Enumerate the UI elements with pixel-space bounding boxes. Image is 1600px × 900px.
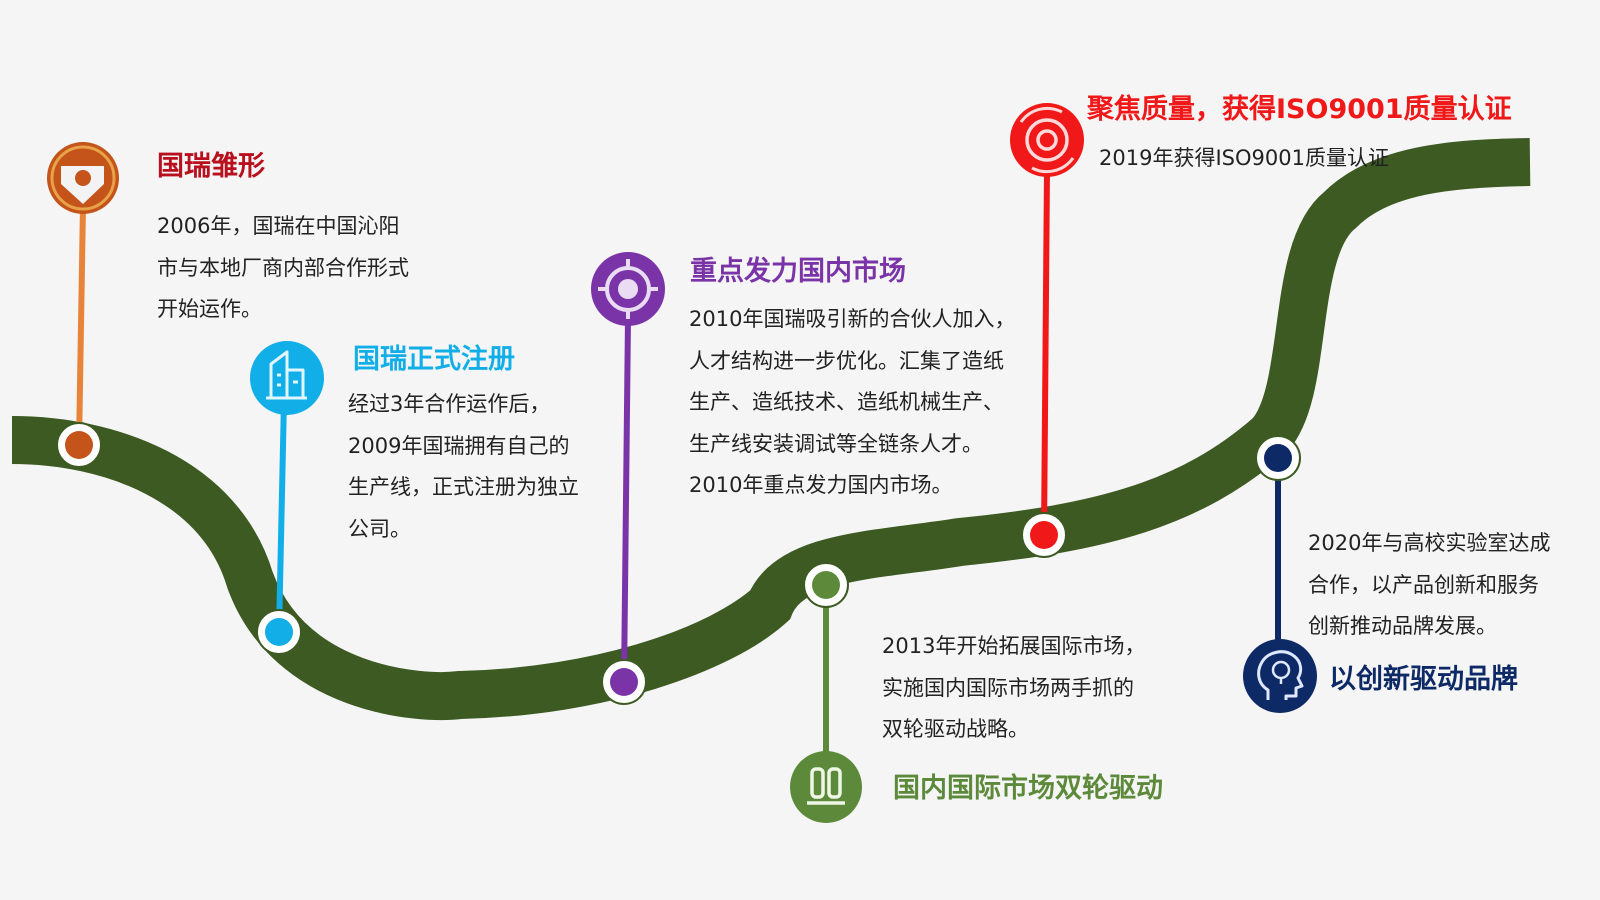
milestone-desc-line: 2009年国瑞拥有自己的	[348, 433, 570, 458]
road-node-5	[1021, 512, 1067, 558]
milestone-desc-line: 双轮驱动战略。	[882, 717, 1029, 741]
milestone-desc-6: 2020年与高校实验室达成 合作，以产品创新和服务 创新推动品牌发展。	[1308, 523, 1550, 648]
target-icon	[591, 252, 665, 326]
road-node-4	[803, 562, 849, 608]
milestone-desc-line: 2013年开始拓展国际市场，	[882, 634, 1146, 658]
building-icon	[250, 341, 324, 415]
milestone-desc-line: 实施国内国际市场两手抓的	[882, 675, 1134, 700]
milestone-desc-line: 经过3年合作运作后，	[348, 392, 551, 416]
location-pin-icon	[47, 142, 119, 214]
milestone-desc-1: 2006年，国瑞在中国沁阳 市与本地厂商内部合作形式 开始运作。	[157, 206, 409, 331]
connector-line-3	[621, 317, 631, 683]
connector-line-2	[276, 399, 287, 633]
road-node-6	[1255, 435, 1301, 481]
milestone-desc-line: 2010年重点发力国内市场。	[689, 473, 953, 497]
milestone-desc-line: 合作，以产品创新和服务	[1308, 572, 1539, 597]
milestone-desc-line: 2019年获得ISO9001质量认证	[1099, 146, 1389, 170]
milestone-desc-line: 人才结构进一步优化。汇集了造纸	[689, 348, 1004, 373]
focus-icon	[1010, 103, 1084, 177]
milestone-desc-line: 2020年与高校实验室达成	[1308, 531, 1551, 555]
milestone-desc-4: 2013年开始拓展国际市场， 实施国内国际市场两手抓的 双轮驱动战略。	[882, 626, 1145, 751]
milestone-desc-line: 市与本地厂商内部合作形式	[157, 255, 409, 280]
connector-line-5	[1041, 169, 1050, 536]
milestone-title-4: 国内国际市场双轮驱动	[893, 773, 1163, 804]
milestone-desc-line: 生产、造纸技术、造纸机械生产、	[689, 390, 1004, 414]
milestone-title-2: 国瑞正式注册	[353, 344, 515, 375]
innovation-head-icon	[1243, 639, 1317, 713]
milestone-desc-2: 经过3年合作运作后， 2009年国瑞拥有自己的 生产线，正式注册为独立 公司。	[348, 384, 579, 550]
milestone-desc-line: 开始运作。	[157, 297, 262, 321]
milestone-desc-5: 2019年获得ISO9001质量认证	[1099, 138, 1389, 180]
milestone-desc-line: 公司。	[348, 516, 411, 541]
milestone-desc-3: 2010年国瑞吸引新的合伙人加入， 人才结构进一步优化。汇集了造纸 生产、造纸技…	[689, 299, 1015, 507]
two-wheels-icon	[790, 751, 862, 823]
milestone-desc-line: 生产线，正式注册为独立	[348, 475, 579, 499]
milestone-title-1: 国瑞雏形	[157, 151, 265, 182]
road-node-2	[256, 609, 302, 655]
connector-line-1	[76, 204, 86, 446]
milestone-title-6: 以创新驱动品牌	[1329, 664, 1518, 695]
milestone-desc-line: 2006年，国瑞在中国沁阳	[157, 214, 400, 238]
milestone-desc-line: 生产线安装调试等全链条人才。	[689, 431, 983, 456]
milestone-desc-line: 创新推动品牌发展。	[1308, 614, 1497, 638]
road-node-1	[56, 422, 102, 468]
road-node-3	[601, 659, 647, 705]
milestone-title-5: 聚焦质量，获得ISO9001质量认证	[1087, 94, 1512, 125]
milestone-title-3: 重点发力国内市场	[690, 256, 906, 287]
milestone-desc-line: 2010年国瑞吸引新的合伙人加入，	[689, 307, 1016, 331]
